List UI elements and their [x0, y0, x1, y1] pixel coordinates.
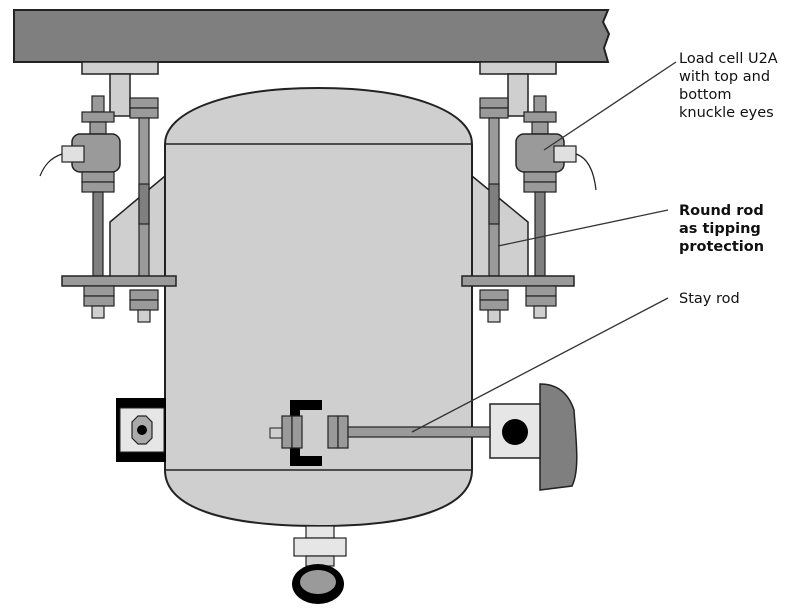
steel-beam: [13, 9, 611, 63]
stay-rod-leader: [411, 297, 669, 433]
right-flange-plate: [461, 275, 575, 323]
right-support: [471, 61, 557, 279]
vessel: [164, 86, 473, 528]
load-cell-leader: [543, 61, 677, 151]
left-flange-plate: [61, 275, 177, 323]
bottom-outlet: [292, 525, 347, 604]
stay-rod-label: Stay rod: [679, 291, 740, 307]
stay-rod: [269, 400, 491, 466]
round-rod-label: Round rod as tipping protection: [679, 203, 765, 255]
load-cell-label: Load cell U2A with top and bottom knuckl…: [679, 51, 778, 121]
round-rod-leader: [497, 209, 669, 247]
right-load-cell: [515, 95, 597, 277]
side-nozzle: [116, 398, 166, 462]
left-load-cell: [39, 95, 121, 277]
left-round-rod: [129, 97, 159, 277]
wall-bracket: [489, 383, 578, 491]
